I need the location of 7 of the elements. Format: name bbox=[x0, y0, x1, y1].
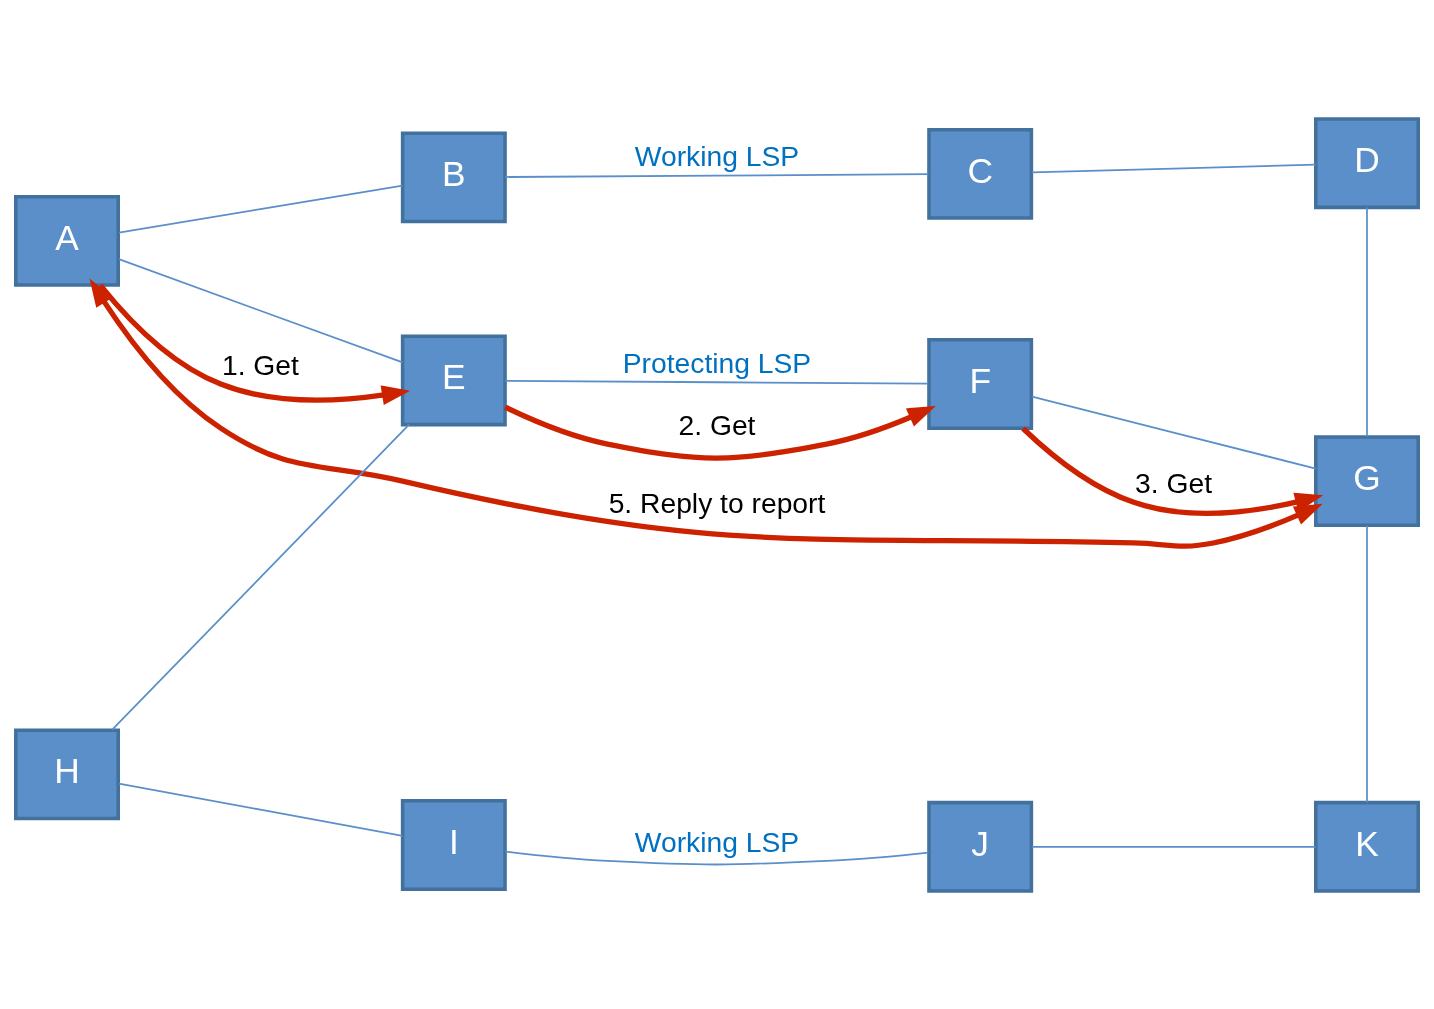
edge-label: 3. Get bbox=[1135, 466, 1213, 499]
edge-label: Working LSP bbox=[634, 139, 800, 172]
edge-label: Protecting LSP bbox=[622, 346, 812, 379]
edge-label: 2. Get bbox=[678, 408, 756, 441]
edge-label: 5. Reply to report bbox=[608, 486, 826, 519]
edge-label: 1. Get bbox=[221, 348, 299, 381]
edge-label: Working LSP bbox=[634, 825, 800, 858]
